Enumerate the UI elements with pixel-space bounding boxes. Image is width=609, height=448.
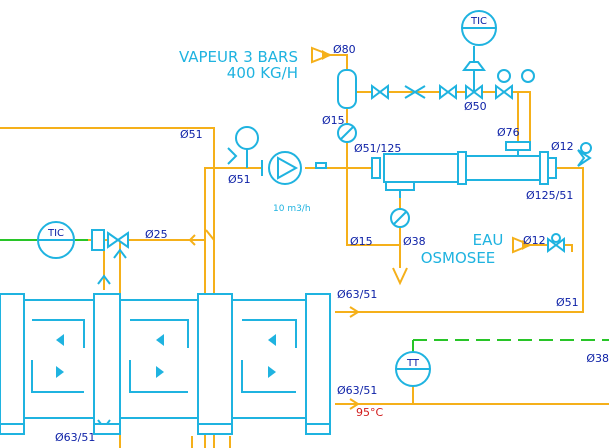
dn-far-right: Ø38 xyxy=(586,352,609,365)
pipe-water xyxy=(530,244,573,252)
steam-separator xyxy=(337,69,357,109)
dn-top-left: Ø51 xyxy=(180,128,203,141)
control-signals xyxy=(0,239,609,352)
steam-inlet-flag xyxy=(311,46,333,64)
steam-gauge-icon xyxy=(497,69,511,83)
dn-drain-bottom: Ø38 xyxy=(403,235,426,248)
dn-outlet-right: Ø125/51 xyxy=(526,189,573,202)
steam-dn-valve: Ø50 xyxy=(464,100,487,113)
arrow-lower-hx xyxy=(349,398,360,410)
dn-vent: Ø76 xyxy=(497,126,520,139)
water-label-2: OSMOSEE xyxy=(421,249,496,267)
dn-bottom-left: Ø63/51 xyxy=(55,431,95,444)
steam-valve-1-icon xyxy=(371,84,389,100)
pipe-steam-top xyxy=(347,91,531,150)
header-gauge-icon xyxy=(577,149,592,167)
water-dn-inlet: Ø12 xyxy=(523,234,546,247)
pipe-outlet-right xyxy=(335,167,584,313)
dn-pump-suction: Ø51 xyxy=(228,173,251,186)
water-valve-icon xyxy=(547,237,565,253)
process-pipes xyxy=(0,54,609,448)
dn-return-right: Ø51 xyxy=(556,296,579,309)
dn-ctrl-valve: Ø25 xyxy=(145,228,168,241)
tic-top-label: TIC xyxy=(470,16,487,27)
steam-valve-train xyxy=(371,46,535,100)
control-valve-icon xyxy=(107,231,129,249)
steam-dn-inlet: Ø80 xyxy=(333,43,356,56)
steam-gauge-2-icon xyxy=(521,69,535,83)
dn-hx-lower: Ø63/51 xyxy=(337,384,377,397)
steam-injector-header xyxy=(371,141,557,198)
steam-label-1: VAPEUR 3 BARS xyxy=(179,48,298,66)
arrow-ctrl xyxy=(188,234,196,246)
pipe-drain-left xyxy=(346,168,400,246)
steam-valve-3-icon xyxy=(495,84,513,100)
dn-top-right: Ø12 xyxy=(551,140,574,153)
water-inlet-flag xyxy=(512,236,533,254)
drain-outlet-arrow xyxy=(392,267,408,286)
steam-dn-drop: Ø15 xyxy=(322,114,345,127)
relief-valve-icon xyxy=(227,147,238,165)
pump-flow: 10 m3/h xyxy=(273,204,311,214)
tt-label: TT xyxy=(406,358,420,369)
tic-left-label: TIC xyxy=(47,228,64,239)
actuator-icon xyxy=(462,61,486,71)
expansion-vessel xyxy=(235,126,259,150)
dn-hx-upper: Ø63/51 xyxy=(337,288,377,301)
arrow-upper-hx xyxy=(349,306,360,318)
valve-actuator-icon xyxy=(91,229,105,251)
plate-heat-exchanger xyxy=(0,274,331,435)
arrow-tee xyxy=(205,229,215,241)
pipe-steam-inlet xyxy=(330,54,348,70)
water-label-1: EAU xyxy=(473,231,504,249)
steam-strainer-icon xyxy=(404,85,426,99)
dn-drain-left: Ø15 xyxy=(350,235,373,248)
dn-header: Ø51/125 xyxy=(354,142,401,155)
check-valve-icon xyxy=(315,162,327,169)
steam-valve-2-icon xyxy=(439,84,457,100)
temperature-label: 95°C xyxy=(356,406,383,419)
steam-label-2: 400 KG/H xyxy=(227,64,298,82)
